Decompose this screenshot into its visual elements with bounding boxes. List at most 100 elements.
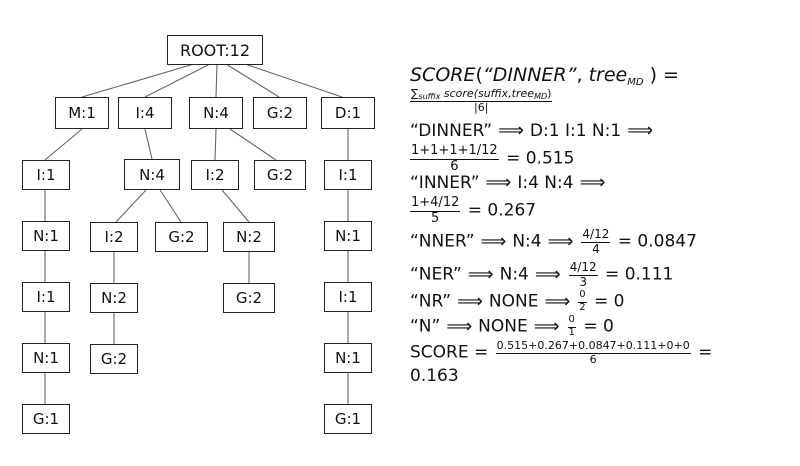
tree-node-n: N:4 [189, 97, 243, 129]
suffix-dinner-path: D:1 I:1 N:1 [529, 121, 622, 141]
edge-ni-n [221, 189, 250, 223]
implies-icon: ⟹ [533, 315, 560, 337]
sum-symbol: ∑ [411, 87, 419, 100]
sum-body-subscript: MD [534, 92, 548, 101]
frac-num: 1+4/12 [410, 195, 461, 212]
implies-icon: ⟹ [480, 230, 507, 252]
tree-node-i-n-i: I:2 [90, 222, 138, 252]
implies-icon: ⟹ [547, 230, 574, 252]
tree-node-m-i2: I:1 [22, 282, 70, 312]
suffix-ner-path: N:4 [499, 264, 529, 285]
suffix-n-label: “N” [410, 316, 441, 337]
edge-root-n [215, 63, 218, 98]
frac-num: 0.515+0.267+0.0847+0.111+0+0 [495, 339, 691, 354]
edge-i-n [144, 128, 153, 160]
suffix-nr-result: = 0 [594, 291, 625, 312]
implies-icon: ⟹ [457, 290, 483, 312]
suffix-inner-label: “INNER” [410, 173, 480, 193]
tree-node-n-i-n-g: G:2 [223, 283, 275, 313]
tree-node-m: M:1 [55, 97, 109, 129]
edge-root-m [81, 63, 195, 98]
tree-node-d-g: G:1 [324, 404, 372, 434]
sum-body: score(suffix,tree [443, 87, 535, 100]
tree-node-i-n-i-n-g: G:2 [90, 344, 138, 374]
suffix-inner-path: I:4 N:4 [517, 173, 574, 193]
edge-in-i [115, 189, 147, 223]
frac-num: 0 [567, 314, 576, 328]
frac-den: 6 [589, 352, 597, 366]
tree-node-d: D:1 [321, 97, 375, 129]
suffix-dinner-result: = 0.515 [506, 148, 575, 169]
suffix-nr-path: NONE [488, 291, 539, 312]
tree-node-m-n: N:1 [22, 221, 70, 251]
suffix-ner-result: = 0.111 [605, 264, 674, 285]
frac-den: 4 [592, 241, 600, 256]
suffix-ner-label: “NER” [410, 264, 462, 285]
suffix-inner-line: “INNER”⟹I:4 N:4⟹ [410, 174, 795, 196]
sum-subscript: suffix [418, 92, 441, 101]
tree-word: tree [588, 64, 628, 86]
tree-node-i-n: N:4 [124, 159, 180, 190]
tree-node-n-i-n: N:2 [223, 222, 275, 252]
suffix-dinner-line: “DINNER”⟹D:1 I:1 N:1⟹ [410, 122, 795, 144]
suffix-nner-label: “NNER” [410, 231, 475, 252]
tree-node-m-i: I:1 [22, 160, 70, 190]
suffix-nner-path: N:4 [512, 231, 542, 252]
open-paren: ( [475, 64, 483, 86]
frac-den: 2 [579, 301, 586, 313]
final-score-result: 0.163 [410, 366, 459, 386]
implies-icon: ⟹ [485, 172, 512, 193]
tree-node-d-i: I:1 [324, 160, 372, 190]
final-score-value: 0.163 [410, 368, 795, 390]
frac-num: 4/12 [568, 260, 598, 276]
tree-node-d-n2: N:1 [324, 343, 372, 373]
edge-root-d [244, 63, 343, 98]
frac-den: 1 [568, 326, 575, 338]
suffix-n-path: NONE [478, 316, 528, 337]
edge-root-g [225, 63, 280, 98]
score-sum-fraction: ∑suffix score(suffix,treeMD) |6| [410, 88, 795, 122]
tree-subscript: MD [627, 77, 644, 88]
frac-den: 3 [579, 274, 587, 289]
suffix-nner-result: = 0.0847 [617, 231, 697, 252]
sum-numerator: ∑suffix score(suffix,treeMD) [410, 87, 553, 102]
tree-node-m-g: G:1 [22, 404, 70, 434]
implies-icon: ⟹ [446, 315, 473, 337]
tree-node-n-i: I:2 [191, 160, 239, 190]
score-fn: SCORE [410, 64, 476, 86]
edge-n-g [229, 128, 277, 161]
implies-icon: ⟹ [579, 172, 606, 193]
frac-num: 0 [578, 289, 587, 303]
dinner-string: “DINNER” [482, 64, 577, 86]
tree-node-g: G:2 [253, 97, 307, 129]
implies-icon: ⟹ [544, 290, 571, 312]
implies-icon: ⟹ [498, 120, 524, 141]
score-definition-line: SCORE(“DINNER”, treeMD ) = [410, 66, 795, 88]
comma: , [576, 64, 583, 86]
tree-node-d-i2: I:1 [324, 282, 372, 312]
tree-node-i: I:4 [118, 97, 172, 129]
edge-n-i [214, 128, 217, 161]
suffix-inner-result: = 0.267 [467, 200, 537, 221]
tree-node-root: ROOT:12 [167, 35, 263, 65]
final-score-label: SCORE = [410, 342, 489, 363]
tree-node-i-n-i-n: N:2 [90, 283, 138, 313]
frac-num: 1+1+1+1/12 [410, 143, 499, 160]
sum-fraction: ∑suffix score(suffix,treeMD) |6| [410, 87, 553, 113]
tree-node-d-n: N:1 [324, 221, 372, 251]
frac-den: 6 [450, 158, 459, 174]
